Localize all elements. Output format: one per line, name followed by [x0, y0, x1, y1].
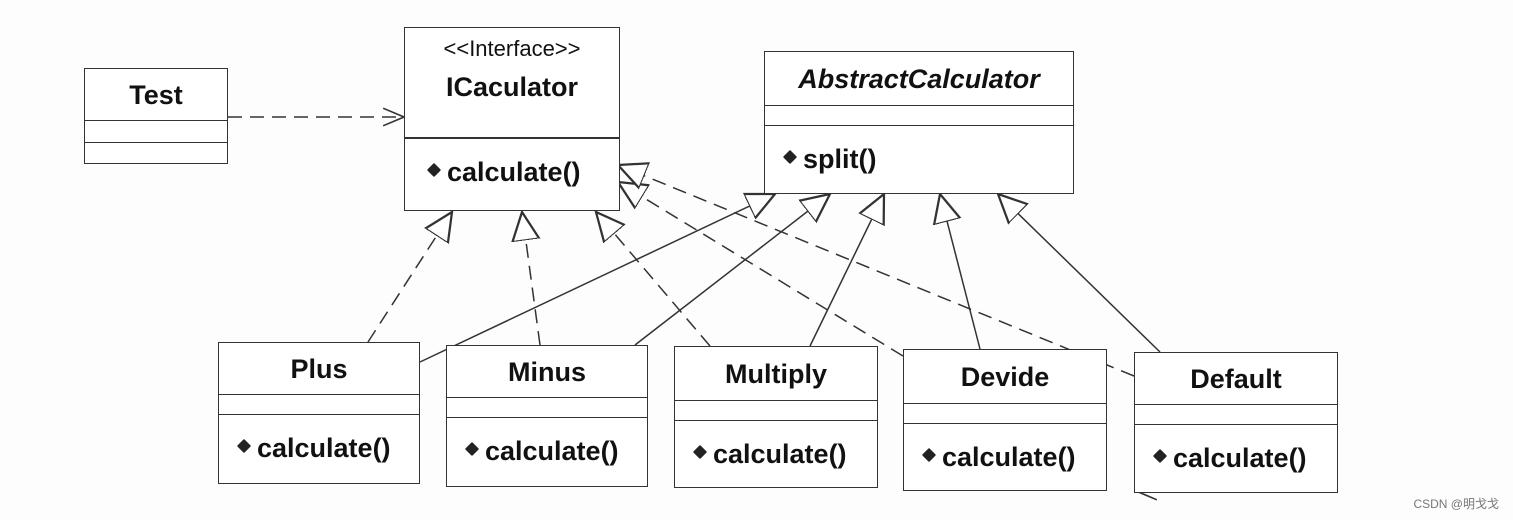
operation-label: calculate()	[257, 433, 391, 463]
class-name: Devide	[904, 350, 1106, 404]
class-default[interactable]: Default calculate()	[1134, 352, 1338, 493]
class-devide[interactable]: Devide calculate()	[903, 349, 1107, 491]
operations-compartment: split()	[765, 126, 1073, 192]
attributes-compartment	[219, 395, 419, 415]
operation-icon	[921, 447, 937, 463]
operation-icon	[426, 162, 442, 178]
operation-row[interactable]: calculate()	[236, 433, 391, 464]
generalization-devide-abstract	[940, 194, 981, 350]
operations-compartment: calculate()	[447, 418, 647, 486]
operation-label: calculate()	[485, 436, 619, 466]
operation-row[interactable]: calculate()	[1152, 443, 1307, 474]
attributes-compartment	[447, 398, 647, 418]
class-name-section: AbstractCalculator	[765, 52, 1073, 106]
stereotype-label: <<Interface>>	[443, 36, 581, 61]
realization-multiply-icalculator	[596, 212, 711, 347]
attributes-compartment	[405, 138, 619, 139]
operations-compartment	[85, 143, 227, 163]
operation-row[interactable]: split()	[782, 144, 877, 175]
attributes-compartment	[1135, 405, 1337, 425]
attributes-compartment	[765, 106, 1073, 126]
operation-row[interactable]: calculate()	[921, 442, 1076, 473]
class-plus[interactable]: Plus calculate()	[218, 342, 420, 484]
class-minus[interactable]: Minus calculate()	[446, 345, 648, 487]
generalization-plus-abstract	[419, 194, 775, 363]
operation-label: calculate()	[942, 442, 1076, 472]
operation-icon	[236, 438, 252, 454]
operation-label: calculate()	[713, 439, 847, 469]
class-icalculator[interactable]: <<Interface>> ICaculator calculate()	[404, 27, 620, 211]
operations-compartment: calculate()	[675, 421, 877, 487]
operation-icon	[464, 441, 480, 457]
operations-compartment: calculate()	[1135, 425, 1337, 492]
class-multiply[interactable]: Multiply calculate()	[674, 346, 878, 488]
realization-devide-icalculator	[618, 182, 904, 357]
operation-row[interactable]: calculate()	[692, 439, 847, 470]
class-name: ICaculator	[445, 72, 579, 102]
operation-icon	[782, 149, 798, 165]
operation-label: calculate()	[1173, 443, 1307, 473]
attributes-compartment	[85, 121, 227, 143]
realization-minus-icalculator	[522, 212, 541, 346]
operations-compartment: calculate()	[904, 424, 1106, 490]
attributes-compartment	[904, 404, 1106, 424]
watermark-text: CSDN @明戈戈	[1413, 497, 1499, 511]
realization-default-icalculator	[618, 165, 1135, 377]
class-name: Default	[1135, 353, 1337, 405]
operation-label: split()	[803, 144, 877, 174]
operations-compartment: calculate()	[219, 415, 419, 483]
class-name: Minus	[447, 346, 647, 398]
generalization-multiply-abstract	[809, 194, 884, 347]
operation-row[interactable]: calculate()	[464, 436, 619, 467]
class-abstractcalculator[interactable]: AbstractCalculator split()	[764, 51, 1074, 194]
class-name: AbstractCalculator	[798, 64, 1040, 94]
attributes-compartment	[675, 401, 877, 421]
generalization-minus-abstract	[634, 194, 830, 346]
operation-icon	[1152, 448, 1168, 464]
operation-label: calculate()	[447, 157, 581, 187]
operations-compartment: calculate()	[405, 139, 619, 211]
generalization-default-abstract	[998, 194, 1161, 353]
class-name: Test	[85, 69, 227, 121]
operation-row[interactable]: calculate()	[426, 157, 581, 188]
class-header: <<Interface>> ICaculator	[405, 28, 619, 138]
realization-plus-icalculator	[367, 212, 452, 343]
operation-icon	[692, 444, 708, 460]
class-name: Plus	[219, 343, 419, 395]
class-name: Multiply	[675, 347, 877, 401]
class-test[interactable]: Test	[84, 68, 228, 164]
